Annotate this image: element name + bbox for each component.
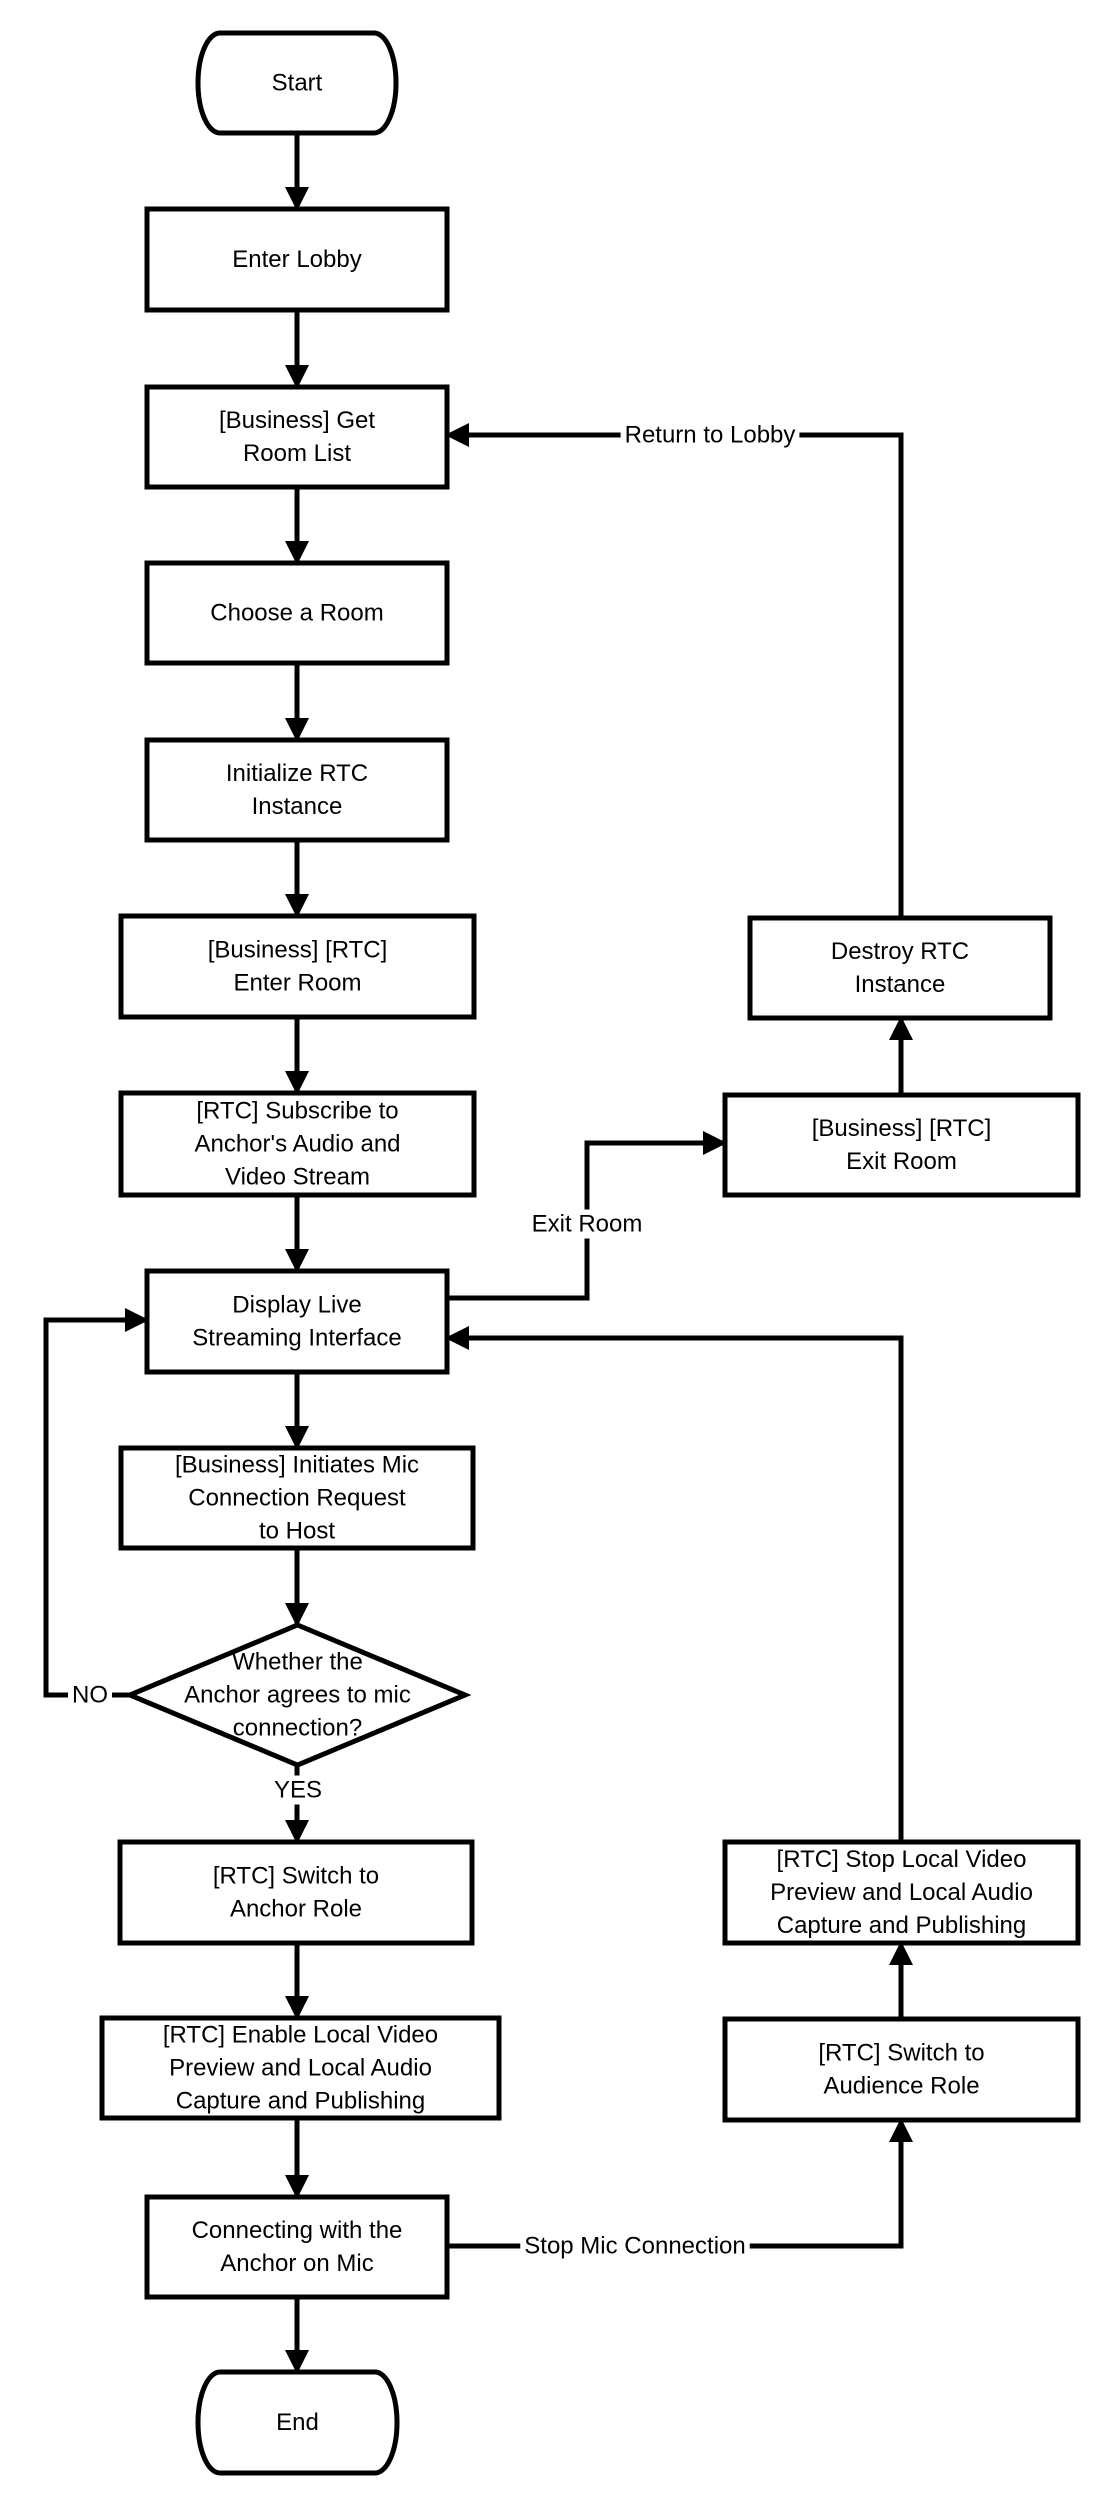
node-end-shape	[195, 2369, 400, 2476]
node-initiate-mic-request-label: to Host	[259, 1518, 335, 1545]
node-enter-lobby-label: Enter Lobby	[232, 246, 361, 273]
node-switch-audience-role-label: Audience Role	[823, 2073, 979, 2100]
node-subscribe-stream-label: Anchor's Audio and	[194, 1131, 400, 1158]
node-initiate-mic-request-shape	[118, 1445, 476, 1551]
edge-destroy-rtc-return-to-lobby-label: Return to Lobby	[625, 422, 796, 449]
node-init-rtc-shape	[144, 737, 450, 843]
node-subscribe-stream: [RTC] Subscribe to Anchor's Audio andVide…	[118, 1090, 477, 1198]
node-enable-local-av-label: Capture and Publishing	[176, 2088, 426, 2115]
node-enter-room: [Business] [RTC] Enter Room	[118, 913, 477, 1020]
node-init-rtc-label: Initialize RTC	[226, 760, 368, 787]
node-connecting-on-mic-label: Anchor on Mic	[220, 2250, 373, 2277]
edge-display-exit-room-label-group: Exit Room	[527, 1209, 647, 1239]
node-get-room-list-label: Room List	[243, 440, 351, 467]
node-end-label: End	[276, 2409, 319, 2436]
node-enable-local-av-label: [RTC] Enable Local Video	[163, 2022, 438, 2049]
node-exit-room-label: [Business] [RTC]	[812, 1115, 992, 1142]
node-exit-room-label: Exit Room	[846, 1148, 957, 1175]
node-connecting-on-mic-shape	[144, 2194, 450, 2300]
node-get-room-list-label: [Business] Get	[219, 407, 375, 434]
node-init-rtc-label: Instance	[252, 793, 343, 820]
node-switch-anchor-role: [RTC] Switch to Anchor Role	[117, 1839, 475, 1946]
node-stop-local-av-shape	[722, 1839, 1081, 1946]
edge-decision-no-to-display-label-group: NO	[68, 1680, 112, 1710]
node-init-rtc: Initialize RTC Instance	[144, 737, 450, 843]
node-enter-room-shape	[118, 913, 477, 1020]
node-subscribe-stream-shape	[118, 1090, 477, 1198]
node-stop-local-av-label: [RTC] Stop Local Video	[777, 1846, 1027, 1873]
node-subscribe-stream-label: [RTC] Subscribe to	[196, 1098, 398, 1125]
node-anchor-agrees-decision-shape	[123, 1622, 472, 1768]
edge-connecting-stop-mic-label-bg	[520, 2231, 750, 2261]
node-anchor-agrees-decision-label: Whether the	[232, 1649, 363, 1676]
edge-stop-local-to-display	[445, 1326, 904, 1842]
node-enter-lobby-shape	[144, 206, 450, 313]
node-switch-audience-role-shape	[722, 2016, 1081, 2123]
edge-connecting-stop-mic-label-group: Stop Mic Connection	[520, 2231, 750, 2261]
node-connecting-on-mic-label: Connecting with the	[192, 2217, 403, 2244]
node-exit-room: [Business] [RTC] Exit Room	[722, 1092, 1081, 1198]
node-stop-local-av-label: Capture and Publishing	[777, 1912, 1027, 1939]
edge-decision-no-to-display-label: NO	[72, 1682, 108, 1709]
edge-destroy-rtc-return-to-lobby-label-group: Return to Lobby	[620, 420, 800, 450]
node-destroy-rtc: Destroy RTC Instance	[747, 915, 1053, 1021]
node-display-interface-label: Display Live	[232, 1292, 361, 1319]
node-switch-audience-role: [RTC] Switch to Audience Role	[722, 2016, 1081, 2123]
node-switch-anchor-role-label: Anchor Role	[230, 1896, 362, 1923]
node-start-label: Start	[272, 70, 323, 97]
node-anchor-agrees-decision-label: Anchor agrees to mic	[184, 1682, 411, 1709]
node-start: Start	[195, 30, 399, 136]
edge-connecting-stop-mic	[447, 2118, 913, 2249]
node-choose-room-label: Choose a Room	[210, 600, 383, 627]
edge-connecting-stop-mic-label: Stop Mic Connection	[524, 2233, 745, 2260]
node-destroy-rtc-shape	[747, 915, 1053, 1021]
edge-display-exit-room-label-bg	[527, 1209, 647, 1239]
edge-display-exit-room-label: Exit Room	[532, 1211, 643, 1238]
node-choose-room: Choose a Room	[144, 560, 450, 666]
edge-destroy-rtc-return-to-lobby	[445, 423, 904, 918]
node-choose-room-shape	[144, 560, 450, 666]
node-switch-anchor-role-shape	[117, 1839, 475, 1946]
node-display-interface-shape	[144, 1268, 450, 1375]
edge-decision-yes-to-switch-anchor-label-bg	[269, 1775, 327, 1805]
node-get-room-list-shape	[144, 384, 450, 490]
node-enter-room-label: Enter Room	[233, 970, 361, 997]
node-initiate-mic-request-label: Connection Request	[188, 1485, 406, 1512]
node-enable-local-av-shape	[99, 2015, 502, 2121]
edge-decision-yes-to-switch-anchor-label: YES	[274, 1777, 322, 1804]
node-start-shape	[195, 30, 399, 136]
node-destroy-rtc-label: Destroy RTC	[831, 938, 969, 965]
node-exit-room-shape	[722, 1092, 1081, 1198]
node-enter-room-label: [Business] [RTC]	[208, 937, 388, 964]
node-switch-audience-role-label: [RTC] Switch to	[818, 2040, 984, 2067]
node-subscribe-stream-label: Video Stream	[225, 1164, 370, 1191]
edge-decision-yes-to-switch-anchor-label-group: YES	[269, 1775, 327, 1805]
edge-decision-no-to-display-label-bg	[68, 1680, 112, 1710]
node-enable-local-av-label: Preview and Local Audio	[169, 2055, 432, 2082]
node-initiate-mic-request-label: [Business] Initiates Mic	[175, 1452, 419, 1479]
node-display-interface-label: Streaming Interface	[192, 1325, 401, 1352]
node-stop-local-av-label: Preview and Local Audio	[770, 1879, 1033, 1906]
edge-destroy-rtc-return-to-lobby-label-bg	[620, 420, 800, 450]
node-anchor-agrees-decision-label: connection?	[233, 1715, 362, 1742]
node-enter-lobby: Enter Lobby	[144, 206, 450, 313]
node-end: End	[195, 2369, 400, 2476]
node-switch-anchor-role-label: [RTC] Switch to	[213, 1863, 379, 1890]
node-destroy-rtc-label: Instance	[855, 971, 946, 998]
